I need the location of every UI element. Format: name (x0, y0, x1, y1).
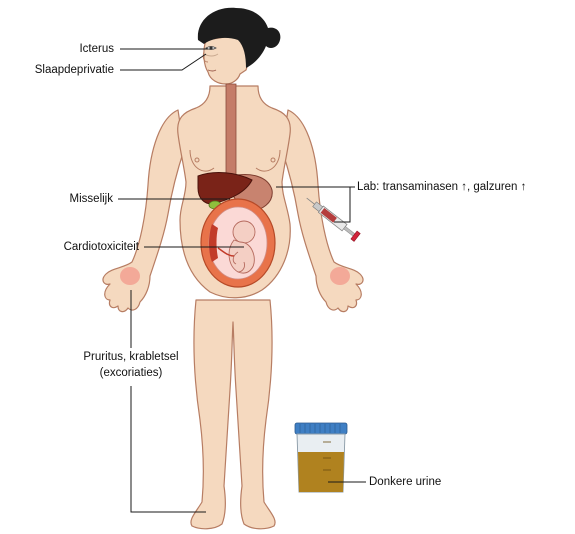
fetus-head (233, 221, 255, 243)
left-palm-itch (120, 267, 140, 285)
cup-lid (295, 423, 347, 434)
legs (191, 300, 275, 529)
label-dark-urine: Donkere urine (369, 475, 441, 489)
label-lab: Lab: transaminasen ↑, galzuren ↑ (357, 180, 526, 194)
leader-sleep (120, 54, 206, 70)
pupil (209, 46, 212, 49)
label-pruritus-line2: (excoriaties) (51, 366, 211, 380)
leader-pruritus-down (131, 386, 206, 512)
label-icterus: Icterus (79, 42, 114, 56)
urine-fill (298, 452, 344, 492)
esophagus (226, 84, 236, 180)
label-cardiotoxicity: Cardiotoxiciteit (64, 240, 139, 254)
label-nausea: Misselijk (70, 192, 113, 206)
label-sleep-deprivation: Slaapdeprivatie (35, 63, 114, 77)
left-arm (103, 110, 184, 312)
label-pruritus-line1: Pruritus, krabletsel (51, 350, 211, 364)
right-palm-itch (330, 267, 350, 285)
